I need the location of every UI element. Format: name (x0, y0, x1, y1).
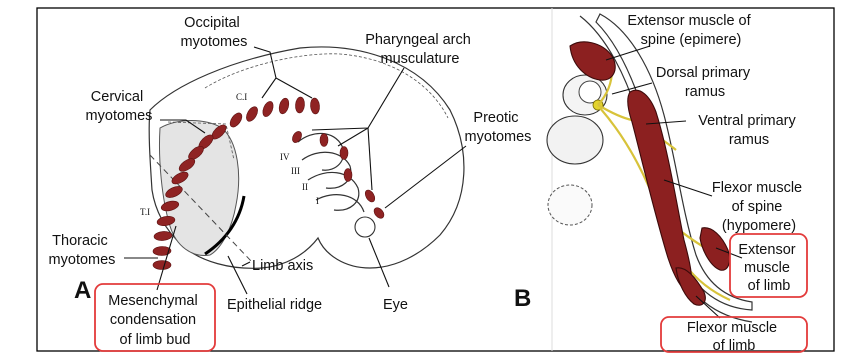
arch-ii-mark: II (302, 182, 308, 192)
arch-iv-mark: IV (280, 152, 290, 162)
eye-circle (355, 217, 375, 237)
c1-mark: C.I (236, 92, 247, 102)
limb-axis-label: Limb axis (252, 258, 313, 274)
arch-i-mark: I (316, 196, 319, 206)
eye-label: Eye (383, 297, 408, 313)
arch-iii-mark: III (291, 166, 300, 176)
epithelial-ridge-label: Epithelial ridge (227, 297, 322, 313)
t1-mark: T.I (140, 207, 150, 217)
panel-b-letter: B (514, 285, 531, 312)
panel-a-letter: A (74, 277, 91, 304)
mesenchymal-condensation-label: Mesenchymal condensation of limb bud (108, 293, 201, 348)
